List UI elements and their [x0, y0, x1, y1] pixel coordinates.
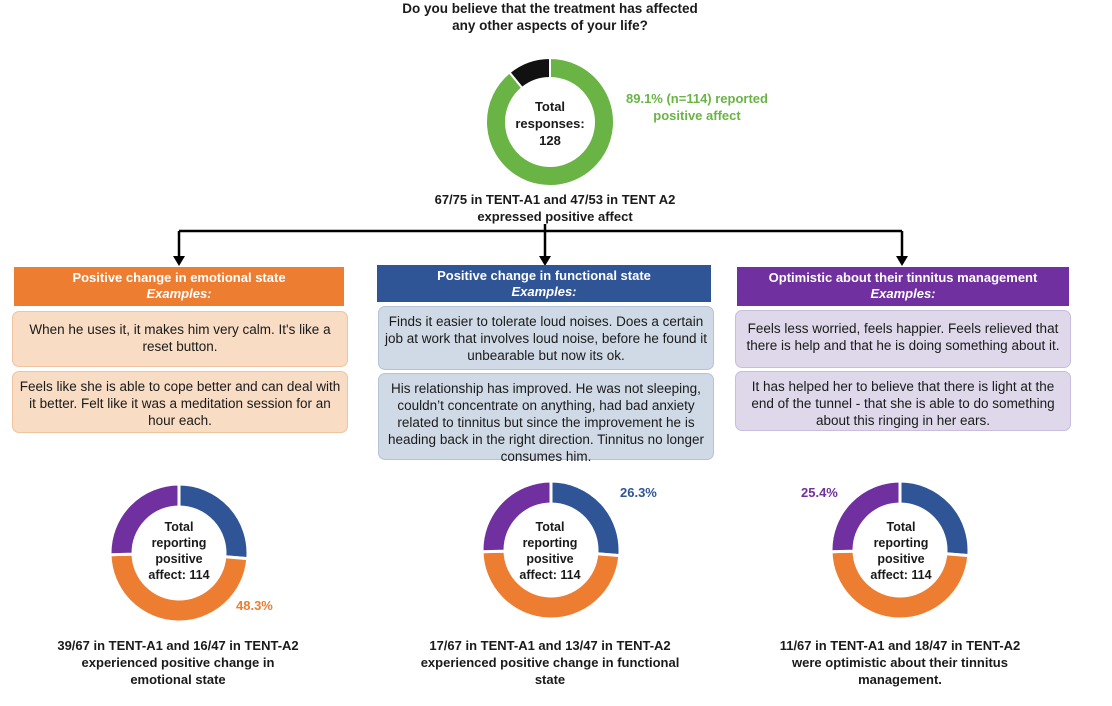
footer-line: 39/67 in TENT-A1 and 16/47 in TENT-A2 [57, 638, 299, 653]
quote-box: Finds it easier to tolerate loud noises.… [378, 306, 714, 370]
summary-line: expressed positive affect [477, 209, 633, 224]
examples-label: Examples: [146, 286, 212, 301]
overall-positive-label: 89.1% (n=114) reported positive affect [622, 90, 772, 124]
donut-segment-emotional-state [109, 552, 249, 623]
arrow-head-middle [539, 256, 551, 266]
overall-donut-center-label: Total responses: 128 [510, 98, 590, 149]
quote-text: Finds it easier to tolerate loud noises.… [385, 314, 707, 363]
donut-segment-positive-affect [485, 56, 615, 187]
quote-box: Feels less worried, feels happier. Feels… [735, 310, 1071, 368]
emotional-donut-chart [109, 483, 249, 623]
category-footer: 11/67 in TENT-A1 and 18/47 in TENT-A2 we… [760, 637, 1040, 688]
donut-segment-other [508, 56, 551, 90]
category-header: Optimistic about their tinnitus manageme… [737, 267, 1069, 306]
quote-text: When he uses it, it makes him very calm.… [29, 322, 331, 354]
donut-center-label: Total reporting positive affect: 114 [861, 519, 941, 583]
quote-box: His relationship has improved. He was no… [378, 373, 714, 464]
center-line: Total [535, 520, 565, 534]
category-footer: 39/67 in TENT-A1 and 16/47 in TENT-A2 ex… [40, 637, 316, 688]
overall-summary: 67/75 in TENT-A1 and 47/53 in TENT A2 ex… [400, 191, 710, 225]
examples-label: Examples: [511, 284, 577, 299]
category-title: Optimistic about their tinnitus manageme… [768, 270, 1038, 285]
quote-text: His relationship has improved. He was no… [388, 381, 704, 464]
donut-center-label: Total reporting positive affect: 114 [139, 519, 219, 583]
footer-line: 11/67 in TENT-A1 and 18/47 in TENT-A2 [779, 638, 1021, 653]
quote-text: Feels less worried, feels happier. Feels… [746, 321, 1060, 353]
page-title: Do you believe that the treatment has af… [330, 0, 770, 34]
center-line: Total [886, 520, 916, 534]
title-line-2: any other aspects of your life? [452, 18, 648, 33]
category-header: Positive change in emotional state Examp… [14, 267, 344, 306]
center-line: reporting [522, 536, 578, 550]
center-line: responses: [515, 116, 585, 131]
positive-line: 89.1% (n=114) reported [626, 91, 768, 106]
category-header: Positive change in functional state Exam… [377, 265, 711, 302]
category-title: Positive change in functional state [437, 268, 651, 283]
center-line: Total [534, 99, 566, 114]
optimistic-donut-chart [830, 480, 970, 620]
category-title: Positive change in emotional state [72, 270, 286, 285]
overall-donut-chart [485, 56, 615, 187]
center-line: Total [164, 520, 194, 534]
percentage-label: 26.3% [620, 485, 657, 500]
arrow-head-right [896, 256, 908, 266]
center-line: affect: 114 [870, 568, 932, 582]
center-line: reporting [873, 536, 929, 550]
quote-text: Feels like she is able to cope better an… [19, 379, 341, 428]
donut-segment-emotional-state [830, 549, 970, 620]
quote-box: It has helped her to believe that there … [735, 371, 1071, 431]
footer-line: state [534, 672, 566, 687]
footer-line: experienced positive change in [81, 655, 275, 670]
quote-box: When he uses it, it makes him very calm.… [12, 311, 348, 367]
footer-line: 17/67 in TENT-A1 and 13/47 in TENT-A2 [429, 638, 671, 653]
donut-segment-optimistic-about-management [109, 483, 181, 557]
footer-line: emotional state [130, 672, 226, 687]
center-line: affect: 114 [148, 568, 210, 582]
quote-text: It has helped her to believe that there … [751, 379, 1055, 428]
arrow-head-left [173, 256, 185, 266]
positive-line: positive affect [653, 108, 741, 123]
percentage-label: 25.4% [801, 485, 838, 500]
center-line: reporting [151, 536, 207, 550]
center-line: positive [877, 552, 925, 566]
center-line: positive [526, 552, 574, 566]
functional-donut-chart [481, 480, 621, 620]
connector-lines [173, 224, 908, 266]
title-line-1: Do you believe that the treatment has af… [402, 1, 698, 16]
footer-line: management. [858, 672, 942, 687]
donut-segment-emotional-state [481, 549, 621, 620]
examples-label: Examples: [870, 286, 936, 301]
footer-line: experienced positive change in functiona… [420, 655, 680, 670]
center-line: 128 [539, 133, 561, 148]
category-footer: 17/67 in TENT-A1 and 13/47 in TENT-A2 ex… [405, 637, 695, 688]
quote-box: Feels like she is able to cope better an… [12, 371, 348, 433]
donut-center-label: Total reporting positive affect: 114 [510, 519, 590, 583]
donut-segment-optimistic-about-management [830, 480, 902, 554]
center-line: positive [155, 552, 203, 566]
donut-segment-optimistic-about-management [481, 480, 553, 554]
summary-line: 67/75 in TENT-A1 and 47/53 in TENT A2 [434, 192, 676, 207]
percentage-label: 48.3% [236, 598, 273, 613]
center-line: affect: 114 [519, 568, 581, 582]
footer-line: were optimistic about their tinnitus [792, 655, 1008, 670]
